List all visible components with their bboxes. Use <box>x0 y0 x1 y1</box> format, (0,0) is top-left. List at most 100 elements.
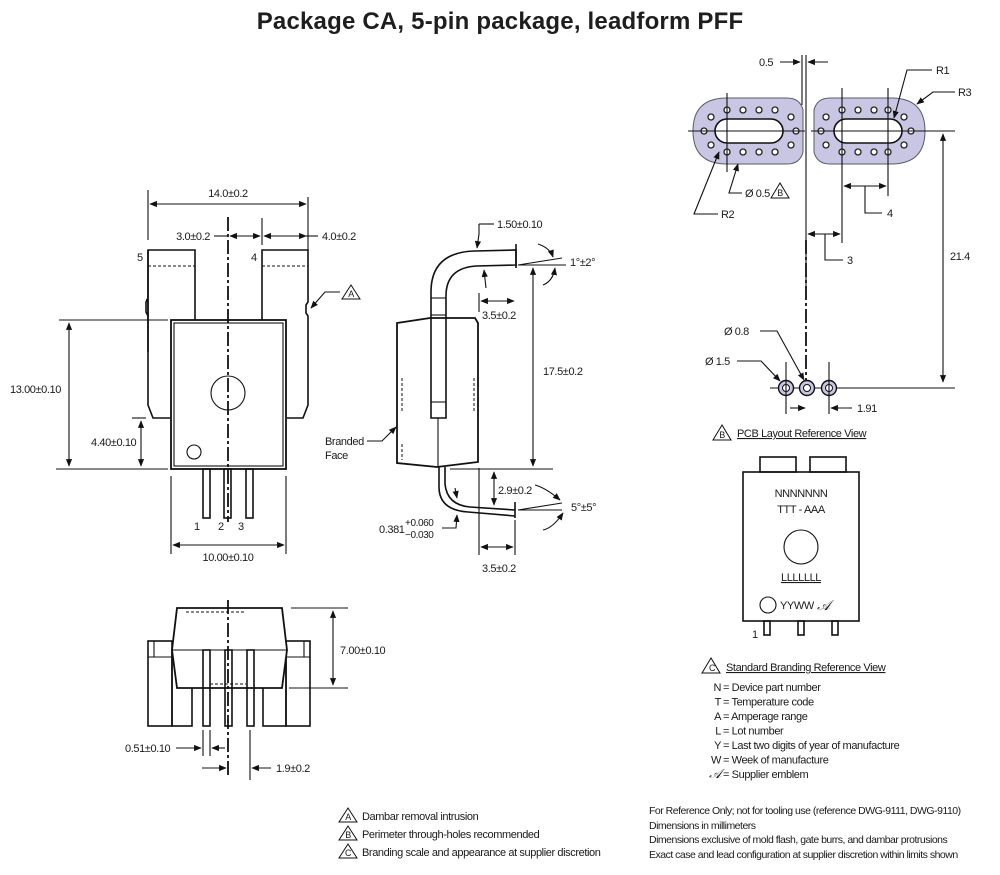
dim-4-label: 4 <box>887 208 893 220</box>
dim-gap-label: 0.5 <box>759 57 773 69</box>
pad-dia-inner-label: Ø 0.8 <box>724 326 749 338</box>
callout-note-triangle <box>338 825 358 841</box>
through-hole <box>771 106 779 114</box>
legend-text: = Device part number <box>723 682 821 694</box>
leader <box>481 269 488 289</box>
pin-2-label: 2 <box>218 521 224 533</box>
through-hole <box>900 113 908 121</box>
dim-lead-thickness-label: 1.50±0.10 <box>497 219 543 231</box>
bottom-right-lead <box>285 640 311 727</box>
pcb-pad-2-hole <box>803 384 811 392</box>
dim-bottom-foot-label: 3.5±0.2 <box>482 563 516 575</box>
through-hole <box>854 106 862 114</box>
pad-dia-outer-leader <box>737 360 781 382</box>
branding-pin1-marker <box>759 596 777 614</box>
legend-key: T <box>715 697 722 709</box>
hole-dia-leader <box>728 163 742 194</box>
dim-bottom-height-label: 7.00±0.10 <box>340 645 386 657</box>
pin-3 <box>245 468 254 519</box>
callout-a-letter: A <box>348 289 354 299</box>
bottom-body <box>171 607 288 689</box>
through-hole <box>870 106 878 114</box>
branding-line-date: YYWW <box>780 600 815 612</box>
callout-note-mark: C <box>345 848 352 858</box>
through-hole <box>707 113 715 121</box>
dim-4-leader <box>864 186 882 214</box>
angle-line <box>517 502 563 511</box>
hole-dia-label: Ø 0.5 <box>745 188 770 200</box>
branding-lead-5 <box>759 456 797 473</box>
dim-3-leader <box>824 234 843 261</box>
dim-pitch-label: 1.91 <box>857 403 877 415</box>
bottom-pin-3 <box>246 649 255 727</box>
through-hole <box>787 141 795 149</box>
general-note: For Reference Only; not for tooling use … <box>649 805 961 817</box>
general-note: Dimensions exclusive of mold flash, gate… <box>649 834 948 846</box>
dim-pin-pitch-label: 1.9±0.2 <box>276 763 310 775</box>
callout-a-triangle <box>341 284 361 300</box>
pin-1 <box>202 468 211 519</box>
legend-text: = Lot number <box>723 726 784 738</box>
caption-b-triangle <box>712 424 732 441</box>
callout-note-mark: B <box>345 830 351 840</box>
callout-note-triangle <box>338 807 358 823</box>
through-hole <box>870 148 878 156</box>
r1-label: R1 <box>936 65 950 77</box>
side-view: 1.50±0.10 1°±2° 3.5±0.2 17.5±0.2 2.9±0.2… <box>325 219 596 575</box>
dim-21-4-label: 21.4 <box>950 251 970 263</box>
legend-key: N <box>713 682 721 694</box>
through-hole <box>739 148 747 156</box>
through-hole <box>707 141 715 149</box>
leader <box>442 514 460 529</box>
pin-3-label: 3 <box>238 521 244 533</box>
dim-overall-width-label: 14.0±0.2 <box>208 188 248 200</box>
angle-line <box>517 257 563 266</box>
legend-key: Y <box>714 740 722 752</box>
branded-face-leader <box>367 426 397 442</box>
lead-4 <box>261 249 309 419</box>
pin-5-label: 5 <box>137 252 143 264</box>
legend-key: W <box>711 755 722 767</box>
leader <box>452 487 459 499</box>
pad-dia-inner-leader <box>760 330 805 381</box>
bottom-left-lead <box>147 640 173 727</box>
r3-label: R3 <box>958 87 972 99</box>
front-view: 14.0±0.2 3.0±0.2 4.0±0.2 5 4 A 13.00±0.1… <box>10 188 361 564</box>
branding-line-temp-amp: TTT - AAA <box>777 504 826 516</box>
branding-caption: Standard Branding Reference View <box>726 662 886 674</box>
legend-key: A <box>714 711 722 723</box>
pad-dia-outer-label: Ø 1.5 <box>705 356 730 368</box>
dim-lead-offset-label: 4.40±0.10 <box>91 437 137 449</box>
dim-top-angle-label: 1°±2° <box>570 257 595 269</box>
dim-bottom-rise-label: 2.9±0.2 <box>498 485 532 497</box>
through-hole <box>739 106 747 114</box>
branding-line-lot: LLLLLLL <box>781 572 821 584</box>
pin-1-label: 1 <box>194 521 200 533</box>
dim-body-height-label: 13.00±0.10 <box>10 384 61 396</box>
through-hole <box>755 148 763 156</box>
dim-3-label: 3 <box>847 255 853 267</box>
legend-text: = Last two digits of year of manufacture <box>723 740 900 752</box>
r3-leader <box>916 91 955 105</box>
angle-arrow <box>542 267 557 286</box>
dim-pin-thickness-minus: −0.030 <box>405 530 434 541</box>
branded-face-label-2: Face <box>325 450 348 462</box>
branding-line-part-number: NNNNNNN <box>775 488 828 500</box>
through-hole <box>822 141 830 149</box>
pin-4-label: 4 <box>251 252 257 264</box>
leader <box>474 224 482 249</box>
callout-note-mark: A <box>345 812 351 822</box>
callout-b-letter: B <box>777 188 783 198</box>
dim-pin-width-label: 0.51±0.10 <box>125 743 171 755</box>
angle-arrow <box>537 243 554 258</box>
lead-5-lower <box>146 299 170 419</box>
callout-note-text: Perimeter through-holes recommended <box>362 829 540 841</box>
general-notes: For Reference Only; not for tooling use … <box>649 804 961 862</box>
callout-a-leader <box>310 291 340 309</box>
dim-height-label: 17.5±0.2 <box>543 366 583 378</box>
dim-lead-spacing-label: 3.0±0.2 <box>176 231 210 243</box>
callout-note-text: Dambar removal intrusion <box>362 811 479 823</box>
callout-b-triangle <box>770 182 790 199</box>
legend-text: = Temperature code <box>723 697 814 709</box>
caption-c-letter: C <box>709 663 716 673</box>
